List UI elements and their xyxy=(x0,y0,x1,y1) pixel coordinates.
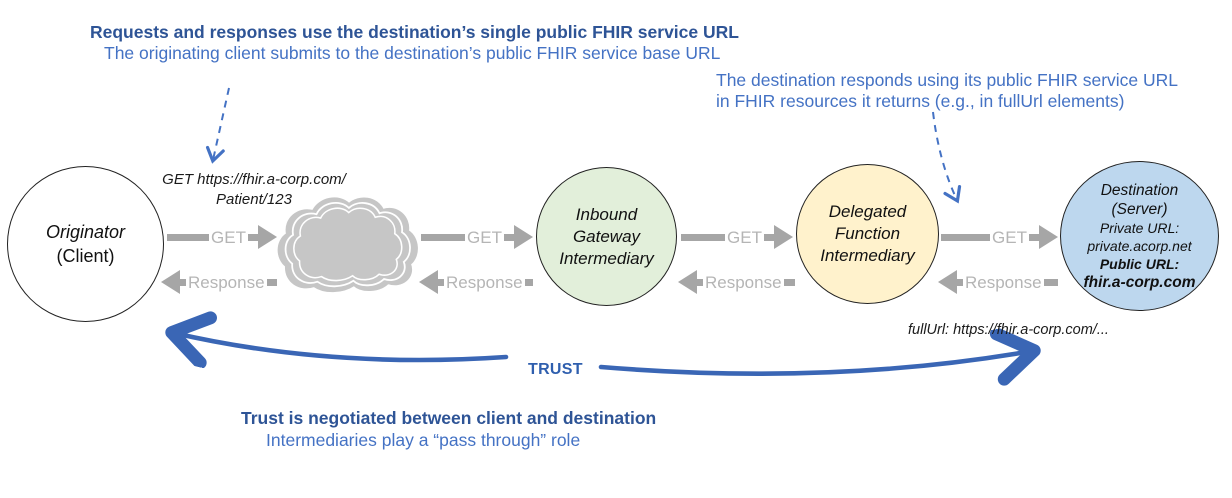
trust-arrow-right-icon xyxy=(598,351,1032,374)
response-arrow-label: Response xyxy=(446,272,523,292)
arrow-bar xyxy=(421,233,466,241)
fullurl-label: fullUrl: https://fhir.a-corp.com/... xyxy=(908,322,1109,338)
arrowhead-left-icon xyxy=(938,270,957,294)
arrowhead-left-icon xyxy=(419,270,438,294)
trust-arrow-left-icon xyxy=(174,333,509,360)
arrow-bar xyxy=(248,233,258,241)
dashed-pointer-right-icon xyxy=(932,111,962,204)
node-destination-server: Destination (Server) Private URL: privat… xyxy=(1060,161,1219,311)
arrow-bar xyxy=(266,278,277,286)
request-url-line1: GET https://fhir.a-corp.com/ xyxy=(162,171,346,188)
destination-subtitle: (Server) xyxy=(1111,200,1168,218)
delegated-line2: Function xyxy=(834,224,901,243)
destination-private-label: Private URL: xyxy=(1099,219,1180,236)
inbound-line1: Inbound xyxy=(575,204,638,224)
arrow-bar xyxy=(697,278,703,286)
trust-label: TRUST xyxy=(528,361,583,378)
arrow-bar xyxy=(1043,278,1058,286)
destination-public-label: Public URL: xyxy=(1099,255,1180,272)
originator-role: (Client) xyxy=(56,246,115,266)
request-url-label: GET https://fhir.a-corp.com/ Patient/123 xyxy=(148,170,360,210)
arrow-bar xyxy=(681,233,726,241)
node-inbound-gateway-intermediary: Inbound Gateway Intermediary xyxy=(536,167,677,306)
arrow-bar xyxy=(764,233,774,241)
response-arrow-label: Response xyxy=(188,272,265,292)
arrow-bar xyxy=(167,233,210,241)
annotation-bottom-line1: Trust is negotiated between client and d… xyxy=(241,408,657,428)
get-arrow-originator-cloud: GET xyxy=(167,225,277,249)
annotation-top-left-line2: The originating client submits to the de… xyxy=(104,43,721,63)
response-arrow-cloud-originator: Response xyxy=(161,270,277,294)
arrow-bar xyxy=(524,278,533,286)
arrow-bar xyxy=(783,278,795,286)
originator-name: Originator xyxy=(45,222,126,242)
get-arrow-label: GET xyxy=(727,227,762,247)
node-originator: Originator (Client) xyxy=(7,166,164,322)
arrow-bar xyxy=(941,233,991,241)
get-arrow-label: GET xyxy=(467,227,502,247)
get-arrow-label: GET xyxy=(211,227,246,247)
arrow-bar xyxy=(438,278,444,286)
arrowhead-right-icon xyxy=(774,225,793,249)
arrow-bar xyxy=(957,278,963,286)
inbound-line2: Gateway xyxy=(572,226,641,246)
response-arrow-delegated-inbound: Response xyxy=(678,270,795,294)
destination-private-url: private.acorp.net xyxy=(1087,237,1192,254)
response-arrow-label: Response xyxy=(705,272,782,292)
arrow-bar xyxy=(180,278,186,286)
arrow-bar xyxy=(504,233,514,241)
arrow-bar xyxy=(1029,233,1039,241)
annotation-top-right-line1: The destination responds using its publi… xyxy=(716,70,1179,90)
arrowhead-right-icon xyxy=(514,225,533,249)
annotation-top-right-line2: in FHIR resources it returns (e.g., in f… xyxy=(716,91,1125,111)
get-arrow-inbound-delegated: GET xyxy=(681,225,793,249)
get-arrow-delegated-destination: GET xyxy=(941,225,1058,249)
delegated-line3: Intermediary xyxy=(820,246,915,265)
get-arrow-cloud-inbound: GET xyxy=(421,225,533,249)
cloud-icon xyxy=(277,197,418,293)
arrowhead-right-icon xyxy=(1039,225,1058,249)
get-arrow-label: GET xyxy=(992,227,1027,247)
destination-title: Destination xyxy=(1100,181,1179,199)
response-arrow-inbound-cloud: Response xyxy=(419,270,533,294)
dashed-pointer-left-icon xyxy=(205,87,230,164)
delegated-line1: Delegated xyxy=(828,202,907,221)
arrowhead-left-icon xyxy=(678,270,697,294)
arrowhead-right-icon xyxy=(258,225,277,249)
request-url-line2: Patient/123 xyxy=(216,191,292,208)
annotation-top-left-line1: Requests and responses use the destinati… xyxy=(90,22,739,42)
inbound-line3: Intermediary xyxy=(559,248,654,268)
destination-public-url: fhir.a-corp.com xyxy=(1083,273,1196,291)
annotation-bottom-line2: Intermediaries play a “pass through” rol… xyxy=(266,430,581,450)
arrowhead-left-icon xyxy=(161,270,180,294)
response-arrow-label: Response xyxy=(965,272,1042,292)
response-arrow-destination-delegated: Response xyxy=(938,270,1058,294)
node-delegated-function-intermediary: Delegated Function Intermediary xyxy=(796,164,939,304)
